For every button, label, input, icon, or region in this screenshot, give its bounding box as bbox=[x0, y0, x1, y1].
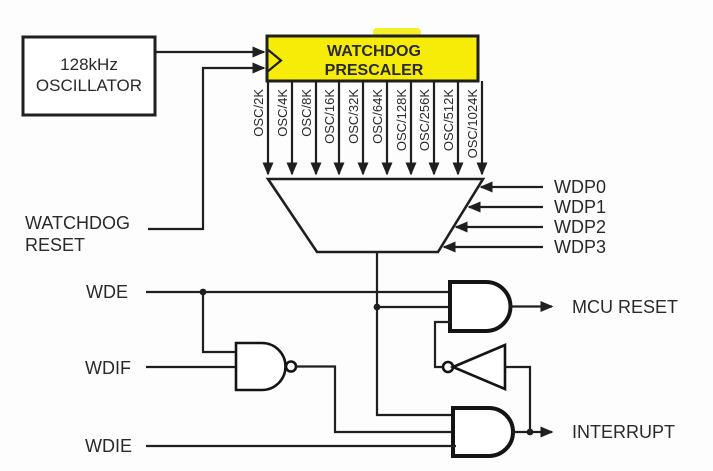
interrupt-label: INTERRUPT bbox=[572, 422, 675, 442]
junction-dot bbox=[526, 428, 534, 436]
watchdog-reset-label-line1: WATCHDOG bbox=[25, 213, 130, 233]
mcu-reset-label: MCU RESET bbox=[572, 297, 678, 317]
nand-gate bbox=[234, 341, 287, 392]
tap-label: OSC/4K bbox=[275, 89, 290, 137]
tap-label: OSC/8K bbox=[299, 89, 314, 137]
tap-label: OSC/16K bbox=[322, 89, 337, 144]
inverter-gate bbox=[449, 343, 507, 391]
clock-chevron-icon bbox=[266, 48, 283, 73]
prescaler-tap-labels: OSC/2K OSC/4K OSC/8K OSC/16K OSC/32K OSC… bbox=[251, 89, 480, 159]
tap-label: OSC/256K bbox=[417, 89, 432, 151]
tap-label: OSC/32K bbox=[346, 89, 361, 144]
oscillator-box bbox=[21, 35, 157, 117]
watchdog-reset-label-line2: RESET bbox=[25, 235, 85, 255]
wdif-label: WDIF bbox=[85, 358, 131, 378]
junction-dot bbox=[373, 303, 381, 311]
prescaler-label-line1: WATCHDOG bbox=[327, 43, 421, 60]
prescaler-label-line2: PRESCALER bbox=[325, 62, 424, 79]
nand-bubble-icon bbox=[284, 360, 298, 373]
wde-branch-to-nand bbox=[201, 292, 237, 354]
prescaler-tap-wires bbox=[262, 81, 488, 176]
wdie-label: WDIE bbox=[85, 436, 132, 456]
mux-output-wire bbox=[375, 252, 456, 417]
inverter-input-wire bbox=[505, 365, 532, 432]
mux-trapezoid bbox=[265, 177, 486, 254]
inverter-output-wire bbox=[433, 320, 452, 369]
nand-output-wire bbox=[296, 365, 456, 434]
tap-label: OSC/64K bbox=[370, 89, 385, 144]
wde-label: WDE bbox=[86, 282, 128, 302]
tap-label: OSC/2K bbox=[251, 89, 266, 137]
prescaler-box bbox=[265, 34, 480, 83]
wdp0-label: WDP0 bbox=[554, 177, 606, 197]
tap-label: OSC/128K bbox=[394, 89, 409, 151]
tap-label: OSC/1024K bbox=[465, 89, 480, 159]
wdp1-label: WDP1 bbox=[554, 197, 606, 217]
wdp2-label: WDP2 bbox=[554, 217, 606, 237]
oscillator-label-line2: OSCILLATOR bbox=[36, 76, 142, 95]
wdp3-label: WDP3 bbox=[554, 237, 606, 257]
interrupt-and-gate bbox=[451, 406, 515, 458]
mcu-reset-and-gate bbox=[448, 280, 513, 333]
tap-label: OSC/512K bbox=[441, 89, 456, 151]
wdp-select-wires bbox=[442, 181, 543, 253]
watchdog-reset-wire bbox=[148, 62, 266, 231]
oscillator-label-line1: 128kHz bbox=[60, 55, 118, 74]
